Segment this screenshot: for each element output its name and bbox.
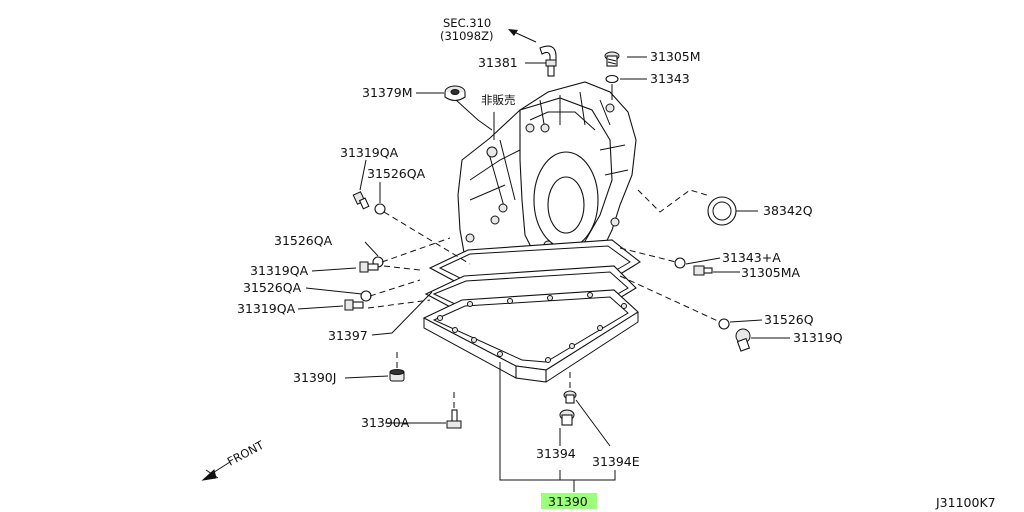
callout-31319QA-2: 31319QA (250, 263, 309, 278)
callout-31319QA-1: 31319QA (340, 145, 399, 160)
callout-31394E: 31394E (592, 454, 640, 469)
bolt-31319QA-2 (359, 261, 379, 273)
bolt-31319QA-1 (352, 191, 370, 210)
washer-top (605, 74, 619, 84)
transmission-case (457, 81, 637, 276)
callout-31526QA-3: 31526QA (243, 280, 302, 295)
callout-31526QA-2: 31526QA (274, 233, 333, 248)
callout-31379M: 31379M (362, 85, 413, 100)
not-for-sale-label: 非販売 (481, 93, 516, 107)
callout-labels: SEC.310 (31098Z) 31381 31305M 31343 3137… (237, 16, 843, 509)
drain-plug-top (604, 51, 620, 67)
front-label: FRONT (225, 437, 267, 468)
o-ring-31526Q (718, 318, 730, 330)
sec-ref-line2: (31098Z) (440, 29, 493, 43)
washer-31343A (674, 257, 686, 269)
bolt-31390A (446, 409, 462, 429)
callout-31390-highlight (541, 493, 597, 509)
callout-31319Q: 31319Q (793, 330, 843, 345)
callout-31390: 31390 (548, 494, 588, 509)
callout-31526Q: 31526Q (764, 312, 814, 327)
cap-plug (444, 85, 466, 102)
plug-31305MA (693, 265, 713, 276)
front-direction-indicator: FRONT (201, 437, 267, 481)
diagram-code: J31100K7 (935, 495, 996, 510)
sec-ref-line1: SEC.310 (443, 16, 491, 30)
oil-seal (707, 196, 737, 226)
callout-31390J: 31390J (293, 370, 336, 385)
drain-plug-31394 (559, 409, 575, 426)
callout-31397: 31397 (328, 328, 368, 343)
callout-31305MA: 31305MA (741, 265, 801, 280)
o-ring-31526QA-1 (374, 203, 386, 215)
callout-31526QA-1: 31526QA (367, 166, 426, 181)
plug-31319Q (735, 328, 751, 352)
drain-part-31394E (563, 390, 577, 404)
magnet-31390J (389, 369, 405, 382)
callout-31305M: 31305M (650, 49, 701, 64)
callout-31343: 31343 (650, 71, 690, 86)
o-ring-31526QA-3 (360, 290, 372, 302)
callout-38342Q: 38342Q (763, 203, 813, 218)
callout-31381: 31381 (478, 55, 518, 70)
leader-lines (297, 29, 790, 492)
callout-31319QA-3: 31319QA (237, 301, 296, 316)
callout-31394: 31394 (536, 446, 576, 461)
breather-tube (539, 45, 557, 77)
callout-31343A: 31343+A (722, 250, 781, 265)
oil-pan-assembly (422, 239, 641, 383)
callout-31390A: 31390A (361, 415, 410, 430)
bolt-31319QA-3 (344, 299, 364, 311)
